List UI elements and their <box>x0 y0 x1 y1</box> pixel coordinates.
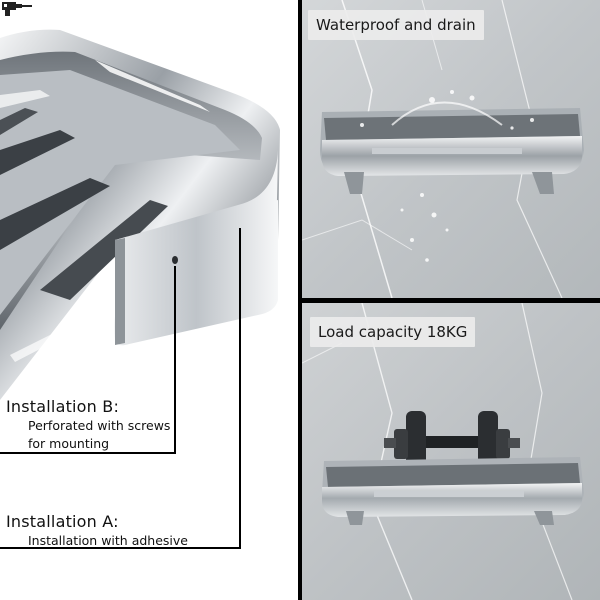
vertical-divider <box>298 0 302 600</box>
load-capacity-photo <box>302 303 600 600</box>
waterproof-label: Waterproof and drain <box>308 10 484 40</box>
installation-a-title: Installation A: <box>6 512 119 531</box>
installation-a-description: Installation with adhesive <box>28 533 188 548</box>
chrome-basket-closeup <box>0 29 280 549</box>
drill-icon <box>2 2 32 16</box>
waterproof-panel: Waterproof and drain <box>302 0 600 298</box>
waterproof-photo <box>302 0 600 298</box>
installation-b-title: Installation B: <box>6 397 120 416</box>
installation-b-description-line1: Perforated with screws <box>28 418 171 433</box>
load-capacity-label: Load capacity 18KG <box>310 317 476 347</box>
horizontal-divider <box>302 298 600 303</box>
installation-b-description-line2: for mounting <box>28 436 110 451</box>
closeup-panel: Installation B: Perforated with screws f… <box>0 0 298 600</box>
load-capacity-panel: Load capacity 18KG <box>302 303 600 600</box>
